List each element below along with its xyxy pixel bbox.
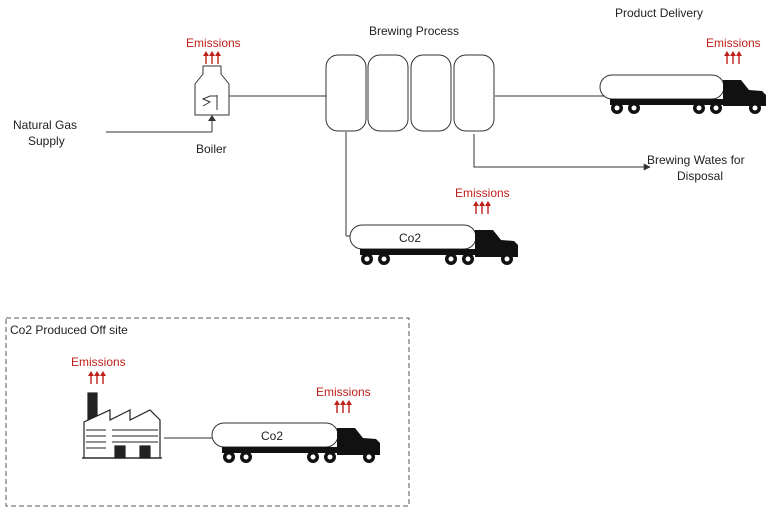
boiler-emissions-label: Emissions (186, 36, 241, 50)
factory-icon (82, 392, 162, 459)
co2-truck-emissions-label: Emissions (455, 186, 510, 200)
delivery-emission-arrows-icon (723, 50, 743, 65)
offsite-truck-emission-arrows-icon (333, 399, 353, 414)
natural-gas-label-line1: Natural Gas (13, 118, 78, 132)
delivery-emissions-label: Emissions (706, 36, 761, 50)
delivery-truck-icon (599, 74, 766, 114)
offsite-co2-truck-icon (211, 422, 380, 463)
co2-truck-emission-arrows-icon (472, 200, 492, 215)
factory-emissions-label: Emissions (71, 355, 126, 369)
natural-gas-label-line2: Supply (28, 134, 65, 148)
brewing-waste-label-line1: Brewing Wates for (647, 153, 745, 167)
factory-emission-arrows-icon (87, 370, 107, 385)
waste-line (473, 134, 651, 171)
offsite-box-title: Co2 Produced Off site (10, 323, 128, 337)
brewing-waste-label-line2: Disposal (677, 169, 724, 183)
brewing-process-label: Brewing Process (369, 24, 460, 38)
offsite-box (5, 317, 410, 507)
offsite-co2-tank-label: Co2 (261, 429, 283, 443)
boiler-emission-arrows-icon (202, 50, 222, 65)
flow-lines (106, 95, 651, 439)
co2-tank-label: Co2 (399, 231, 421, 245)
boiler-label: Boiler (196, 142, 227, 156)
boiler-icon (194, 65, 230, 116)
product-delivery-label: Product Delivery (615, 6, 704, 20)
gas-arrow-icon (208, 115, 216, 121)
brewing-tanks-icon (325, 54, 495, 132)
offsite-truck-emissions-label: Emissions (316, 385, 371, 399)
co2-truck-icon (349, 224, 518, 265)
